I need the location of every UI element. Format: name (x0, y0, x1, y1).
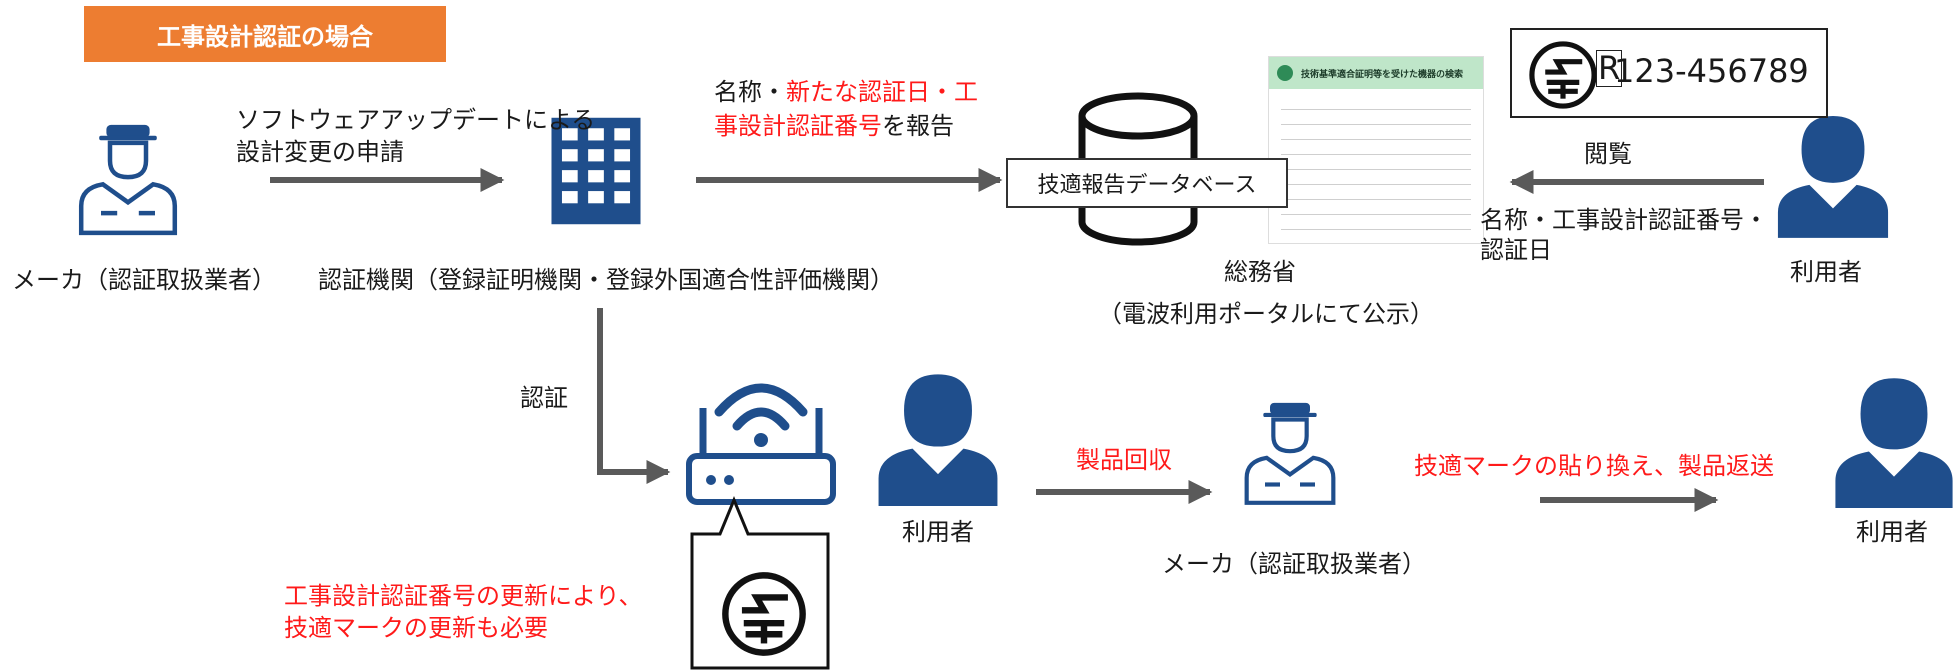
label-user-info-1: 名称・工事設計認証番号・ (1480, 206, 1768, 234)
cert-number: 123-456789 (1614, 52, 1809, 90)
label-relabel: 技適マークの貼り換え、製品返送 (1414, 452, 1774, 480)
website-logo-icon (1277, 65, 1293, 81)
cert-number-box: R 123-456789 (1510, 28, 1828, 118)
label-maker-bottom: メーカ（認証取扱業者） (1162, 550, 1426, 578)
label-report-line1: 名称・新たな認証日・工 (714, 78, 978, 107)
label-user-top: 利用者 (1790, 258, 1862, 286)
label-software-update-1: ソフトウェアアップデートによる (236, 106, 596, 134)
label-maker-top: メーカ（認証取扱業者） (12, 266, 276, 294)
report-name-text: 名称・ (714, 78, 786, 106)
report-suffix-text: を報告 (882, 112, 954, 140)
database-label: 技適報告データベース (1006, 158, 1288, 208)
title-banner: 工事設計認証の場合 (84, 6, 446, 62)
label-user-mid: 利用者 (902, 518, 974, 546)
cert-prefix: R (1596, 49, 1623, 88)
label-recall: 製品回収 (1076, 446, 1172, 474)
label-user-info-2: 認証日 (1480, 236, 1552, 264)
arrow-certify (597, 308, 671, 484)
label-software-update-2: 設計変更の申請 (236, 138, 404, 166)
label-report-line2: 事設計認証番号を報告 (714, 112, 954, 141)
report-number-text: 事設計認証番号 (714, 112, 882, 140)
website-header: 技術基準適合証明等を受けた機器の検索 (1269, 57, 1483, 89)
website-screenshot: 技術基準適合証明等を受けた機器の検索 (1268, 56, 1484, 244)
label-cert-body: 認証機関（登録証明機関・登録外国適合性評価機関） (318, 266, 894, 294)
label-mic: 総務省 (1224, 258, 1296, 286)
report-new-text: 新たな認証日・工 (786, 78, 978, 106)
label-mic-note: （電波利用ポータルにて公示） (1098, 300, 1434, 328)
label-view: 閲覧 (1584, 140, 1632, 168)
note-line2: 技適マークの更新も必要 (284, 614, 548, 642)
note-line1: 工事設計認証番号の更新により、 (284, 582, 643, 610)
website-header-text: 技術基準適合証明等を受けた機器の検索 (1301, 69, 1464, 80)
label-user-bottom: 利用者 (1856, 518, 1928, 546)
label-certify: 認証 (520, 384, 568, 412)
